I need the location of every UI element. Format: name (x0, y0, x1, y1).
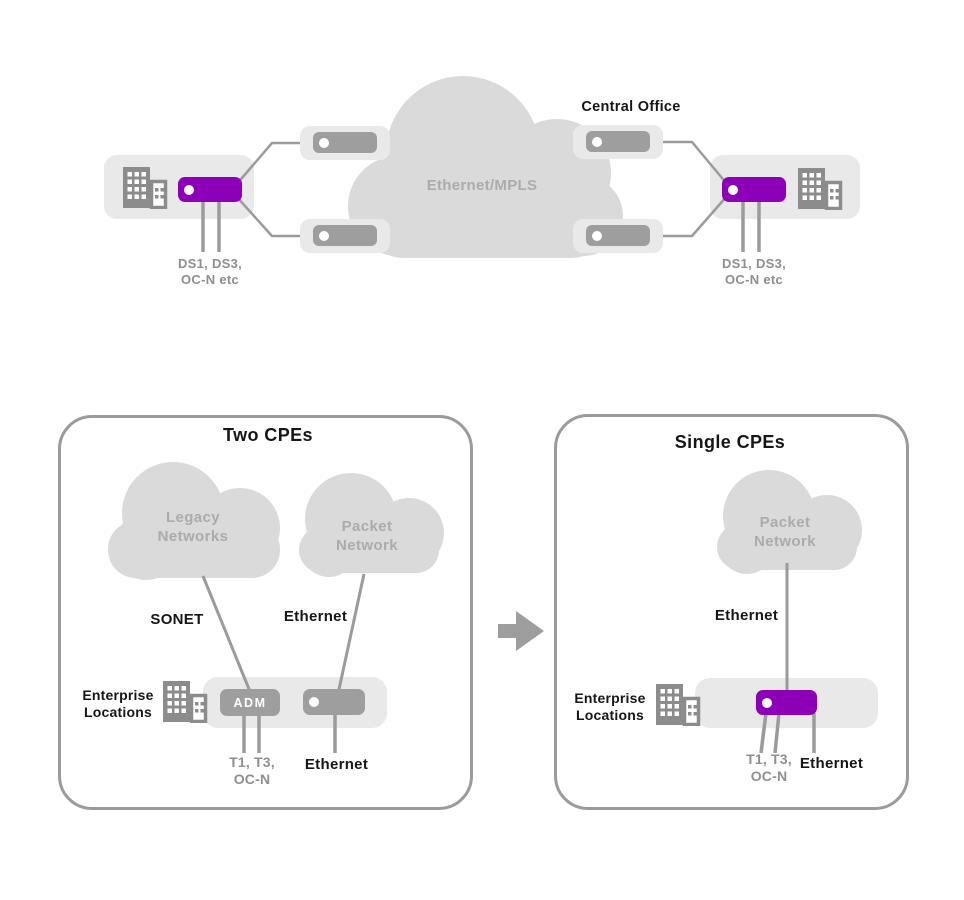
building-icon (798, 168, 843, 210)
cpe-device-two-cpes (303, 689, 365, 715)
single-interfaces-label-line2: OC-N (750, 768, 788, 784)
two-cpes-panel (58, 415, 473, 810)
packet-cloud-left-label-line1: Packet (341, 518, 393, 535)
device-port-icon (592, 230, 602, 241)
ethernet-link-label-left-panel: Ethernet (283, 608, 348, 625)
packet-cloud-right-label-line2: Network (754, 533, 816, 550)
adm-device-label: ADM (233, 695, 267, 710)
legacy-cloud-label-line2: Networks (157, 528, 229, 545)
cpe-device-lower-right (586, 225, 650, 246)
building-icon (163, 681, 208, 723)
building-icon (123, 167, 168, 209)
cpe-box-lower-right (573, 219, 663, 253)
purple-mux-device-right (722, 177, 786, 202)
device-port-icon (184, 184, 194, 195)
device-port-icon (762, 697, 772, 708)
cpe-device-upper-left (313, 132, 377, 153)
single-interfaces-label-line1: T1, T3, (746, 751, 792, 767)
packet-cloud-right-label-line1: Packet (759, 514, 811, 531)
purple-cpe-device-single (756, 690, 817, 715)
device-port-icon (319, 137, 329, 148)
cpe-box-lower-left (300, 219, 390, 253)
two-cpes-title: Two CPEs (223, 425, 313, 445)
single-cpes-title: Single CPEs (674, 432, 786, 452)
two-cpes-links (201, 573, 366, 695)
device-port-icon (728, 184, 738, 195)
purple-mux-device-left (178, 177, 242, 202)
legacy-cloud-label-line1: Legacy (165, 509, 221, 526)
building-icon (656, 684, 701, 726)
device-port-icon (319, 230, 329, 241)
device-port-icon (592, 136, 602, 147)
ethernet-link-label-right-panel: Ethernet (714, 607, 779, 624)
ethernet-mpls-cloud (348, 76, 623, 258)
single-cpes-panel (554, 414, 909, 810)
adm-interfaces-label-line2: OC-N (233, 771, 271, 787)
cpe-box-upper-left (300, 126, 390, 160)
packet-network-cloud-left (299, 473, 444, 577)
ethernet-port-label-right-panel: Ethernet (799, 755, 864, 772)
enterprise-locations-label-line2: Locations (84, 704, 152, 720)
cpe-device-upper-right (586, 131, 650, 152)
two-cpes-interface-stubs (242, 714, 337, 753)
legacy-networks-cloud (108, 462, 280, 580)
top-connector-lines (235, 140, 728, 238)
device-port-icon (309, 697, 319, 707)
cpe-box-upper-right (573, 125, 663, 159)
right-interfaces-label-line1: DS1, DS3, (721, 256, 787, 271)
ethernet-port-label-left-panel: Ethernet (304, 756, 369, 773)
right-interfaces-label-line2: OC-N etc (724, 272, 784, 287)
single-cpes-interface-stubs (759, 712, 816, 754)
sonet-link-label: SONET (150, 611, 204, 628)
enterprise-locations-label-line1: Enterprise (82, 687, 154, 703)
left-interfaces-label-line2: OC-N etc (180, 272, 240, 287)
packet-network-cloud-right (717, 470, 862, 574)
enterprise-locations-label-line2: Locations (576, 707, 644, 723)
adm-interfaces-label-line1: T1, T3, (229, 754, 275, 770)
adm-device: ADM (220, 689, 280, 716)
cpe-device-lower-left (313, 225, 377, 246)
top-interface-stubs (201, 198, 761, 252)
central-office-label: Central Office (581, 99, 681, 115)
left-interfaces-label-line1: DS1, DS3, (177, 256, 243, 271)
ethernet-mpls-label: Ethernet/MPLS (426, 177, 538, 194)
packet-cloud-left-label-line2: Network (336, 537, 398, 554)
transition-arrow-icon (498, 611, 544, 651)
enterprise-locations-label-line1: Enterprise (574, 690, 646, 706)
